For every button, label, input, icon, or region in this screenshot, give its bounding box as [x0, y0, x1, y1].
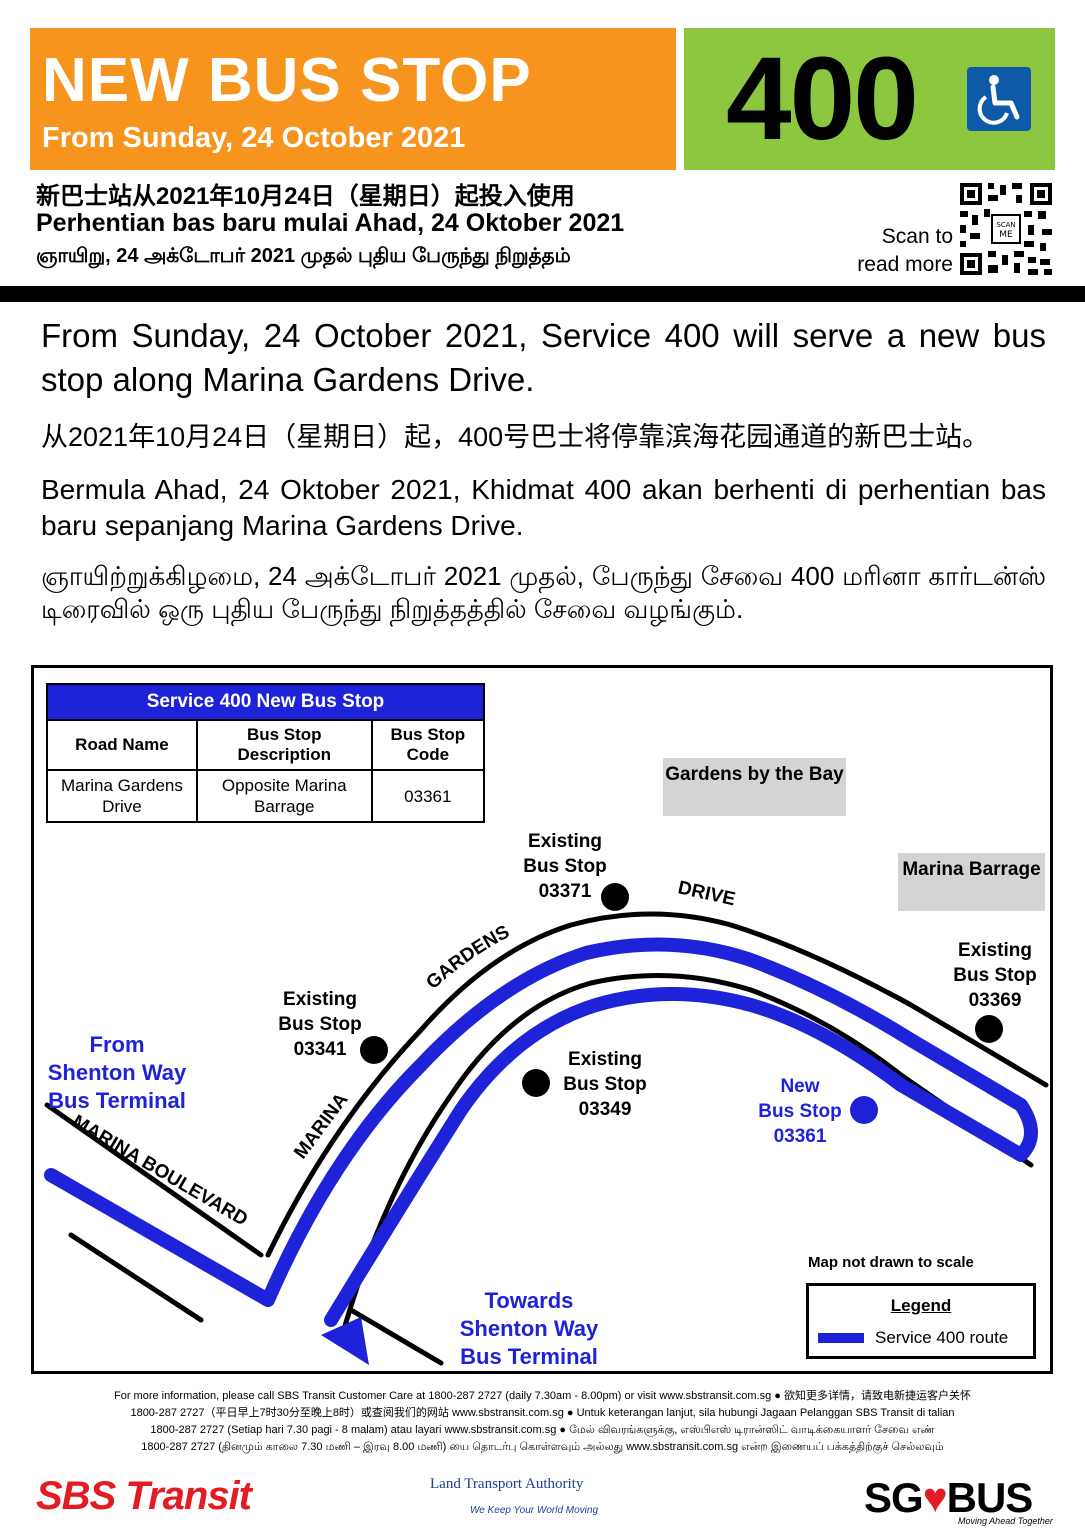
notice-malay: Perhentian bas baru mulai Ahad, 24 Oktob… [36, 209, 625, 237]
body-chinese: 从2021年10月24日（星期日）起，400号巴士将停靠滨海花园通道的新巴士站。 [41, 422, 990, 452]
qr-code[interactable]: SCAN ME [958, 181, 1054, 282]
sbs-transit-logo: SBS Transit [36, 1474, 252, 1518]
place-gardens-by-the-bay: Gardens by the Bay [663, 758, 846, 816]
road-label-marina-boulevard: MARINA BOULEVARD [68, 1111, 251, 1230]
map-scale-note: Map not drawn to scale [808, 1254, 974, 1271]
table-caption: Service 400 New Bus Stop [46, 683, 485, 721]
body-english: From Sunday, 24 October 2021, Service 40… [41, 317, 1046, 398]
legend-item-label: Service 400 route [875, 1328, 1009, 1347]
marina-boulevard-edge-lower [68, 1232, 204, 1323]
sgbus-tagline: Moving Ahead Together [958, 1516, 1053, 1526]
place-marina-barrage: Marina Barrage [898, 853, 1045, 911]
scan-label-line1: Scan to [881, 225, 953, 248]
service-number: 400 [726, 33, 919, 165]
legend [806, 1283, 1036, 1359]
lta-tagline: We Keep Your World Moving [470, 1505, 599, 1516]
svg-text:SCAN: SCAN [996, 221, 1015, 229]
stop-marker-03371 [601, 883, 629, 911]
side-road-edge [348, 1307, 444, 1366]
footer-line-4: 1800-287 2727 (தினமும் காலை 7.30 மணி – இ… [141, 1441, 944, 1453]
wheelchair-icon [967, 67, 1031, 131]
table-cell-description: Opposite Marina Barrage [195, 769, 373, 823]
notice-tamil: ஞாயிறு, 24 அக்டோபர் 2021 முதல் புதிய பேர… [36, 245, 571, 267]
marina-gardens-drive-inner-edge [338, 973, 1034, 1343]
table-header-code: Bus Stop Code [370, 719, 486, 771]
legend-swatch-route [818, 1333, 864, 1343]
table-cell-road: Marina Gardens Drive [46, 769, 198, 823]
svg-text:ME: ME [999, 230, 1013, 240]
stop-marker-03361-new [850, 1096, 878, 1124]
stop-marker-03341 [360, 1036, 388, 1064]
service-400-route [44, 937, 1038, 1327]
route-map: MARINA BOULEVARD MARINA GARDENS DRIVE [44, 877, 1049, 1366]
map-frame [31, 665, 1053, 1374]
stop-marker-03369 [975, 1015, 1003, 1043]
header-orange-banner [30, 28, 676, 170]
body-malay: Bermula Ahad, 24 Oktober 2021, Khidmat 4… [41, 474, 1046, 541]
stop-marker-03349 [522, 1069, 550, 1097]
road-label-drive: DRIVE [676, 877, 737, 910]
table-header-description: Bus Stop Description [195, 719, 373, 771]
route-arrowhead [321, 1317, 369, 1365]
table-cell-code: 03361 [370, 769, 486, 823]
footer-line-2: 1800-287 2727（平日早上7时30分至晚上8时）或查阅我们的网站 ww… [130, 1407, 955, 1419]
lta-logo: Land Transport Authority [430, 1476, 584, 1492]
sgbus-logo: SG♥BUS [864, 1474, 1033, 1521]
heart-icon: ♥ [922, 1474, 948, 1521]
page-title: NEW BUS STOP [42, 46, 532, 115]
marina-boulevard-edge-upper [44, 1102, 264, 1258]
table-header-road: Road Name [46, 719, 198, 771]
marina-gardens-drive-outer-edge [265, 911, 1049, 1258]
table-row: Marina Gardens Drive Opposite Marina Bar… [46, 769, 486, 823]
scan-label-line2: read more [857, 253, 953, 276]
page-subtitle: From Sunday, 24 October 2021 [42, 122, 466, 154]
legend-title: Legend [890, 1296, 952, 1315]
body-tamil: ஞாயிற்றுக்கிழமை, 24 அக்டோபர் 2021 முதல்,… [41, 561, 1046, 624]
header-divider [0, 286, 1085, 302]
footer-line-3: 1800-287 2727 (Setiap hari 7.30 pagi - 8… [150, 1424, 935, 1436]
new-stop-table: Service 400 New Bus Stop Road Name Bus S… [46, 683, 486, 823]
footer-line-1: For more information, please call SBS Tr… [114, 1390, 971, 1402]
notice-chinese: 新巴士站从2021年10月24日（星期日）起投入使用 [36, 183, 575, 210]
